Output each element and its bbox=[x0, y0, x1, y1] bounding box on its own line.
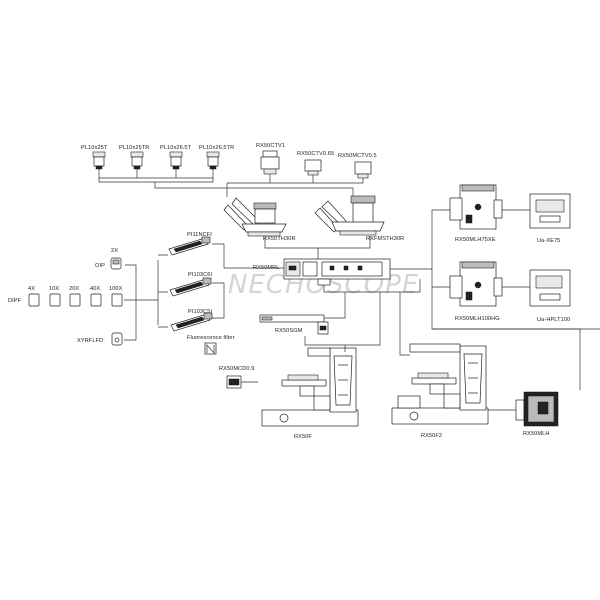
frame-2: RX50F2 bbox=[391, 343, 489, 439]
objective-3-label: 20X bbox=[69, 286, 79, 292]
objective-2-label: 10X bbox=[49, 286, 59, 292]
camera-adapter-2-label: RX50CTV0.65 bbox=[297, 151, 334, 157]
fluorescence-filter-label: Fluorescence filter bbox=[187, 335, 235, 341]
camera-adapter-2: RX50CTV0.65 bbox=[297, 151, 334, 176]
objective-5-label: 100X bbox=[109, 286, 123, 292]
frame-1: RX50F bbox=[261, 347, 359, 440]
polarizer-2: PI103C6I bbox=[169, 272, 212, 297]
objective-4-label: 40X bbox=[90, 286, 100, 292]
oip-2x-label: 2X bbox=[111, 248, 118, 254]
trinocular-head: RX50TH30R bbox=[223, 197, 296, 242]
lamphouse-1-label: RX50MLH75XE bbox=[455, 237, 496, 243]
lamphouse-2-label: RX50MLH100HG bbox=[455, 316, 500, 322]
objective-5: 100X bbox=[109, 286, 123, 307]
polarizer-2-label: PI103C6I bbox=[188, 272, 212, 278]
fluorescence-filter-icon bbox=[204, 342, 217, 355]
objective-1: 4X bbox=[28, 286, 40, 307]
tilting-head-label: RXFMSTH30R bbox=[366, 236, 404, 242]
dipf-label: DIPF bbox=[8, 298, 22, 304]
polarizer-3-label: PI103C5I bbox=[188, 309, 212, 315]
objective-1-label: 4X bbox=[28, 286, 35, 292]
camera-adapter-group: RX50CTV1 RX50CTV0.65 RX50MCTV0.5 bbox=[227, 143, 377, 184]
power-supply-2-label: Ua-HPLT100 bbox=[537, 317, 570, 323]
frame-1-label: RX50F bbox=[294, 434, 312, 440]
eyepiece-2: PL10x25TR bbox=[119, 145, 149, 170]
tilting-head: RXFMSTH30R bbox=[314, 195, 404, 242]
camera-adapter-1-label: RX50CTV1 bbox=[256, 143, 285, 149]
power-supply-1-label: Ua-XE75 bbox=[537, 238, 560, 244]
eyepiece-2-label: PL10x25TR bbox=[119, 145, 149, 151]
frame-2-label: RX50F2 bbox=[421, 433, 442, 439]
eyepiece-3: PL10x26.5T bbox=[160, 145, 192, 170]
eyepiece-1-label: PL10x25T bbox=[81, 145, 108, 151]
polarizer-group: PI11NCFI PI103C6I PI103C5I Fluorescence … bbox=[157, 232, 284, 355]
objective-3: 20X bbox=[69, 286, 81, 307]
eyepiece-4-label: PL10x26.5TR bbox=[199, 145, 234, 151]
camera-adapter-1: RX50CTV1 bbox=[256, 143, 285, 175]
camera-adapter-3: RX50MCTV0.5 bbox=[338, 153, 377, 179]
eyepiece-group: PL10x25T PL10x25TR PL10x26.5T PL10x26.5T… bbox=[81, 145, 234, 183]
polarizer-1: PI11NCFI bbox=[168, 232, 212, 256]
eyepiece-4: PL10x26.5TR bbox=[199, 145, 234, 170]
objective-4: 40X bbox=[90, 286, 102, 307]
objective-2: 10X bbox=[49, 286, 61, 307]
lamp-housing: RX50MLH bbox=[515, 391, 559, 437]
polarizer-1-label: PI11NCFI bbox=[187, 232, 212, 238]
xyrflfd-label: XYRFLFD bbox=[77, 338, 103, 344]
lamp-label: RX50MLH bbox=[523, 431, 550, 437]
trinocular-head-label: RX50TH30R bbox=[263, 236, 296, 242]
stage-label: RX50SGM bbox=[275, 328, 303, 334]
oip-label: OIP bbox=[95, 263, 105, 269]
reflected-illuminator: RX50MRL bbox=[253, 258, 391, 286]
eyepiece-1: PL10x25T bbox=[81, 145, 108, 170]
left-accessories: 2X OIP DIPF 4X 10X 20X 40X 100X XYRFLFD bbox=[8, 248, 158, 346]
power-supply-2: Ua-HPLT100 bbox=[529, 269, 571, 323]
lamphouse-1: RX50MLH75XE bbox=[449, 184, 503, 243]
camera-adapter-3-label: RX50MCTV0.5 bbox=[338, 153, 377, 159]
condenser: RX50MCD0.9 bbox=[219, 366, 258, 389]
lamphouse-2: RX50MLH100HG bbox=[449, 261, 503, 322]
polarizer-3: PI103C5I bbox=[170, 309, 212, 332]
power-supply-1: Ua-XE75 bbox=[529, 193, 571, 244]
mechanical-stage: RX50SGM bbox=[259, 314, 329, 335]
condenser-label: RX50MCD0.9 bbox=[219, 366, 255, 372]
eyepiece-3-label: PL10x26.5T bbox=[160, 145, 192, 151]
